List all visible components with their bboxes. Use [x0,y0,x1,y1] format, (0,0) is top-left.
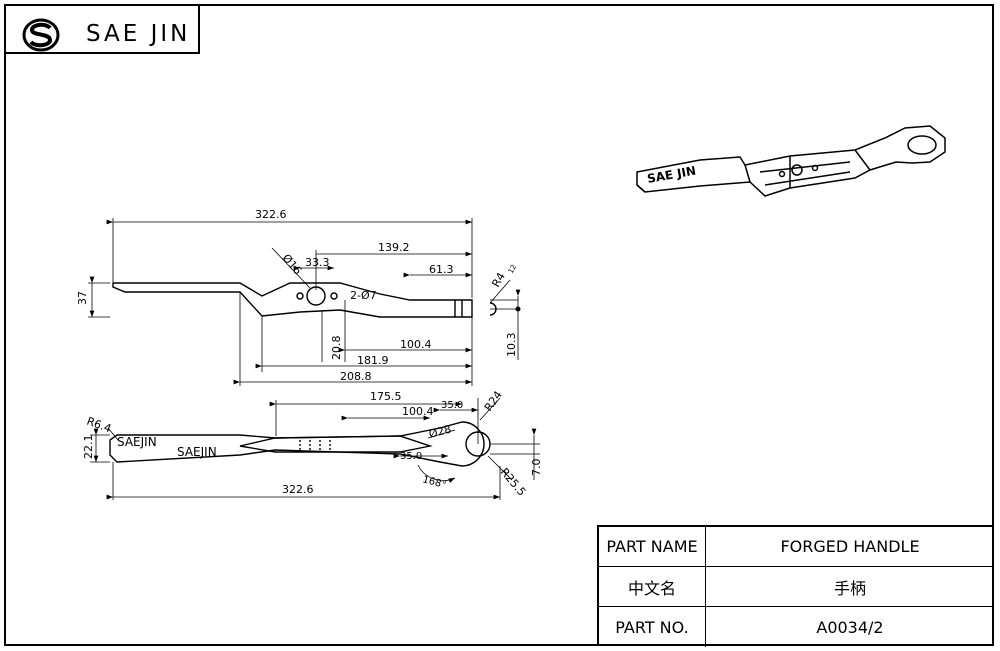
side-dim-angle: 168° [421,474,447,491]
isometric-view [636,125,946,197]
side-dim-7: 7.0 [530,459,543,477]
side-embossed-text: SAEJIN [117,435,157,449]
chinese-name-value: 手柄 [833,578,866,598]
side-dim-r24: R24 [482,389,505,414]
title-row-chinese-name: 中文名 手柄 [599,567,994,607]
top-dim-radius-sub: 12 [507,263,518,275]
logo-box: SAE JIN [4,4,200,54]
side-dim-dia28: Ø28 [427,422,452,440]
side-embossed-text-mirrored: SAEJIN [177,445,217,459]
part-no-label: PART NO. [599,607,706,647]
top-dim-10: 10.3 [505,333,518,358]
side-dim-35-top: 35.0 [441,400,463,411]
top-dim-139: 139.2 [378,241,410,254]
top-dim-hole-dia: Ø16 [280,252,305,278]
title-row-part-no: PART NO. A0034/2 [599,607,994,647]
side-dim-175: 175.5 [370,390,402,403]
chinese-name-label: 中文名 [599,567,706,606]
iso-embossed-text: SAE JIN [646,164,697,186]
top-dim-61: 61.3 [429,263,454,276]
side-dim-r25: R25.5 [498,466,529,499]
top-view [112,282,497,318]
side-view-dimension-lines [90,397,540,500]
top-dim-small-holes: 2-Ø7 [350,289,377,302]
side-dim-35-bottom: 35.0 [400,451,422,462]
sae-jin-s-logo-icon [22,18,60,52]
side-dim-100: 100.4 [402,405,434,418]
top-dim-radius-end: R4 [489,270,508,289]
top-dim-181: 181.9 [357,354,389,367]
top-dim-20: 20.8 [330,336,343,361]
side-view [109,421,491,467]
top-view-dimension-lines [88,218,521,386]
part-name-label: PART NAME [599,527,706,566]
top-dim-37: 37 [76,291,89,305]
top-dim-208: 208.8 [340,370,372,383]
title-row-part-name: PART NAME FORGED HANDLE [599,527,994,567]
side-dim-r6: R6.4 [85,415,113,436]
side-dim-22: 22.1 [82,435,95,460]
title-block: PART NAME FORGED HANDLE 中文名 手柄 PART NO. … [597,525,994,647]
drawing-border [4,4,994,646]
top-dim-100: 100.4 [400,338,432,351]
part-no-value: A0034/2 [816,617,884,637]
top-dim-33: 33.3 [305,256,330,269]
side-dim-overall: 322.6 [282,483,314,496]
company-name: SAE JIN [86,21,191,47]
part-name-value: FORGED HANDLE [780,537,920,556]
top-dim-overall: 322.6 [255,208,287,221]
